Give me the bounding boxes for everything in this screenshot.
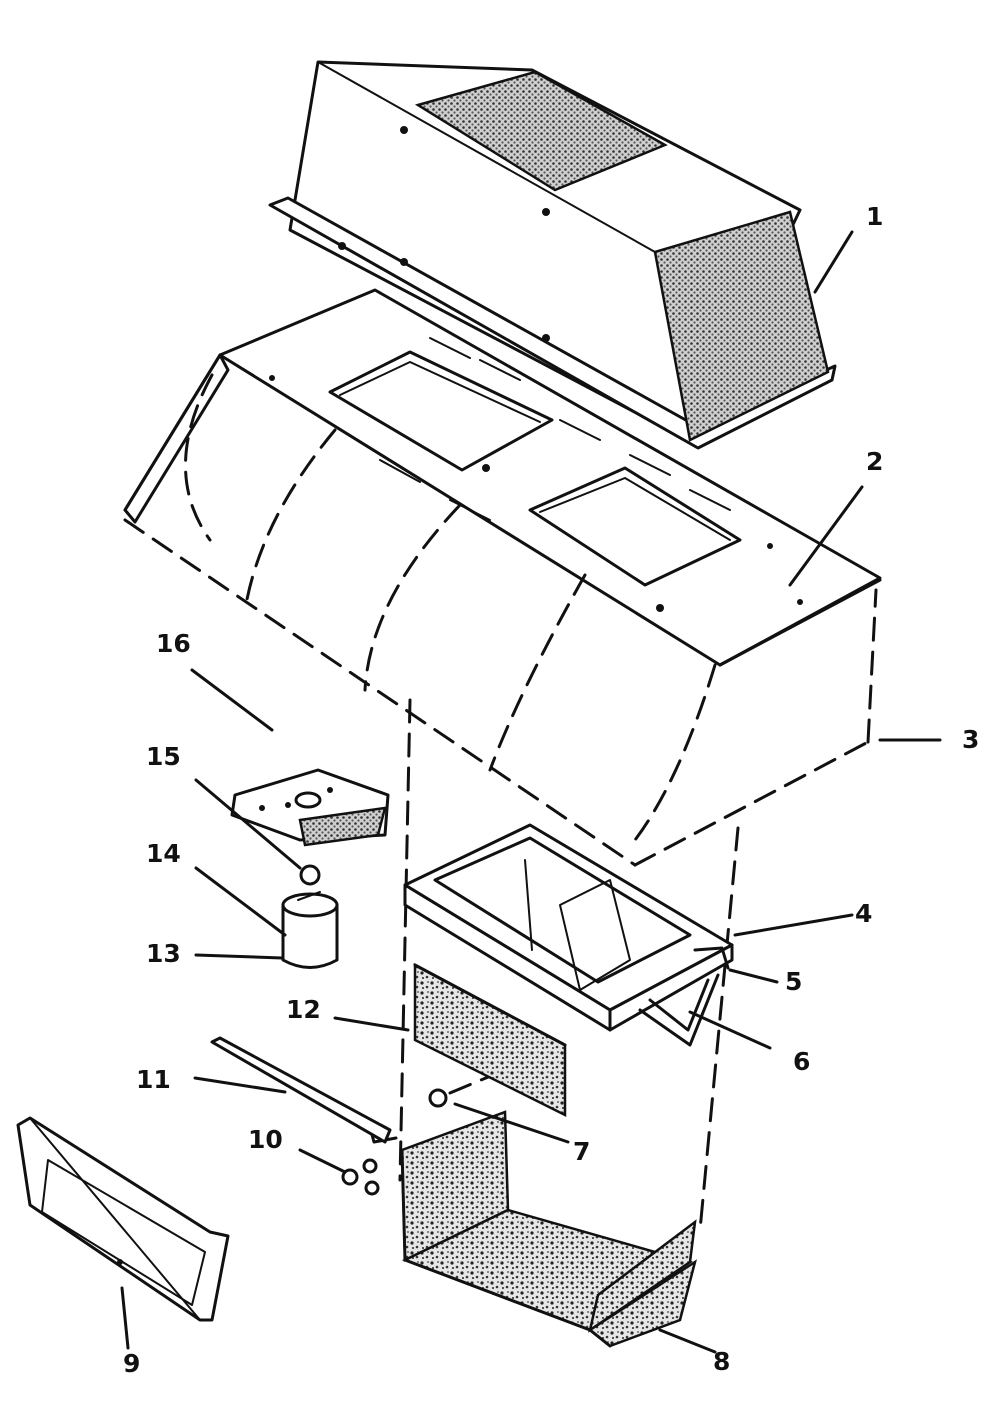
part-3-hood-outline xyxy=(123,373,878,1232)
callout-9: 9 xyxy=(123,1349,140,1378)
callout-1: 1 xyxy=(866,202,883,231)
callout-2: 2 xyxy=(866,447,883,476)
part-15-coupling xyxy=(299,864,321,886)
callout-4: 4 xyxy=(855,899,872,928)
callout-11: 11 xyxy=(136,1065,171,1094)
callout-10: 10 xyxy=(248,1125,283,1154)
callout-5: 5 xyxy=(785,967,802,996)
part-10-bracket xyxy=(341,1118,398,1196)
part-5-frame-clip xyxy=(693,946,730,970)
part-12-control-panel xyxy=(413,962,567,1118)
callout-12: 12 xyxy=(286,995,321,1024)
part-1-top-cover xyxy=(268,60,837,450)
callout-6: 6 xyxy=(793,1047,810,1076)
callout-3: 3 xyxy=(962,725,979,754)
callout-15: 15 xyxy=(146,742,181,771)
callout-16: 16 xyxy=(156,629,191,658)
callout-8: 8 xyxy=(713,1347,730,1376)
part-8-grease-tray xyxy=(400,1110,698,1348)
callout-14: 14 xyxy=(146,839,181,868)
part-13-motor xyxy=(281,891,339,969)
part-11-rod xyxy=(210,1036,392,1144)
part-9-light-lens xyxy=(16,1116,230,1322)
part-16-mount-plate xyxy=(230,768,390,847)
leader-lines xyxy=(120,230,942,1354)
callout-13: 13 xyxy=(146,939,181,968)
part-2-housing-plate xyxy=(123,288,882,667)
callout-numbers: 1 2 3 4 5 6 7 8 9 10 11 12 13 14 15 16 xyxy=(123,202,979,1378)
callout-7: 7 xyxy=(573,1137,590,1166)
part-6-handle xyxy=(638,973,720,1047)
